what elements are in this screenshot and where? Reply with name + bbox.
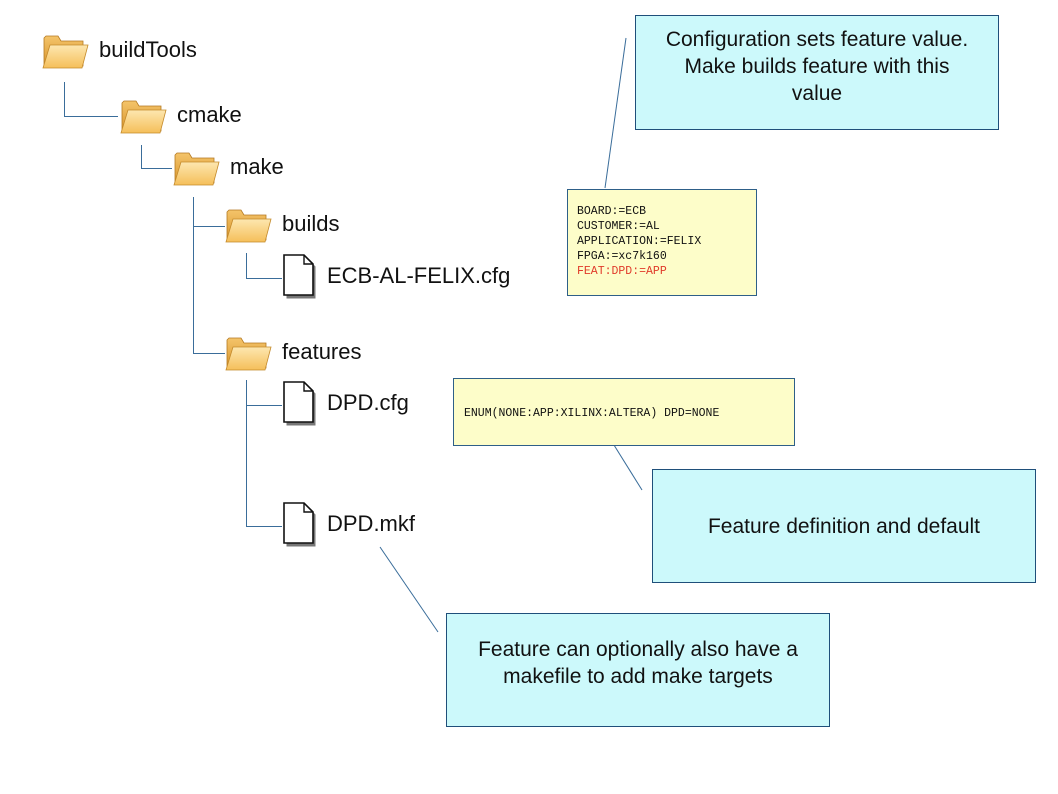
tree-node-builds[interactable]: builds xyxy=(224,204,339,244)
note-line: value xyxy=(791,82,843,105)
tree-label: cmake xyxy=(177,102,242,127)
tree-label: features xyxy=(282,339,362,364)
folder-icon xyxy=(173,152,220,186)
connector-builds-file xyxy=(246,253,282,279)
folder-icon xyxy=(225,337,272,371)
code-build-config: BOARD:=ECB CUSTOMER:=AL APPLICATION:=FEL… xyxy=(567,189,757,296)
tree-label: DPD.cfg xyxy=(327,390,409,415)
connector-features-cfg xyxy=(246,380,282,406)
file-icon xyxy=(283,254,316,299)
note-configuration: Configuration sets feature value. Make b… xyxy=(635,15,999,130)
note-line: Feature definition and default xyxy=(707,514,981,538)
note-line: makefile to add make targets xyxy=(503,665,773,688)
note-line: Feature can optionally also have a xyxy=(478,638,798,661)
code-line: BOARD:=ECB xyxy=(577,205,647,218)
tree-node-features[interactable]: features xyxy=(224,332,362,372)
connector-make-builds xyxy=(193,197,225,227)
connector-make-features xyxy=(193,226,225,354)
code-line: ENUM(NONE:APP:XILINX:ALTERA) DPD=NONE xyxy=(464,407,720,420)
folder-icon xyxy=(225,209,272,243)
tree-node-feature-mkf[interactable]: DPD.mkf xyxy=(281,501,415,547)
code-line: FPGA:=xc7k160 xyxy=(577,250,667,263)
folder-icon xyxy=(120,100,167,134)
tree-label: DPD.mkf xyxy=(327,511,415,536)
note-line: Configuration sets feature value. xyxy=(665,28,969,51)
code-feature-definition: ENUM(NONE:APP:XILINX:ALTERA) DPD=NONE xyxy=(453,378,795,446)
tree-node-buildtools[interactable]: buildTools xyxy=(41,30,197,70)
tree-label: builds xyxy=(282,211,340,236)
tree-node-cmake[interactable]: cmake xyxy=(119,95,242,135)
note-feature-definition: Feature definition and default xyxy=(652,469,1036,583)
code-line-highlight: FEAT:DPD:=APP xyxy=(577,265,667,278)
pointer-config-note xyxy=(604,37,627,189)
connector-features-mkf xyxy=(246,405,282,527)
file-icon xyxy=(283,502,316,547)
folder-icon xyxy=(42,35,89,69)
connector-buildtools-cmake xyxy=(64,82,118,117)
tree-label: make xyxy=(230,154,284,179)
file-icon xyxy=(283,381,316,426)
connector-cmake-make xyxy=(141,145,172,169)
tree-node-make[interactable]: make xyxy=(172,147,284,187)
tree-label: buildTools xyxy=(99,37,197,62)
pointer-makefile-note xyxy=(379,546,439,633)
tree-label: ECB-AL-FELIX.cfg xyxy=(327,263,511,288)
code-line: APPLICATION:=FELIX xyxy=(577,235,702,248)
tree-node-feature-cfg[interactable]: DPD.cfg xyxy=(281,380,409,426)
note-line: Make builds feature with this xyxy=(684,55,950,78)
tree-node-build-file[interactable]: ECB-AL-FELIX.cfg xyxy=(281,253,510,299)
note-makefile: Feature can optionally also have a makef… xyxy=(446,613,830,727)
code-line: CUSTOMER:=AL xyxy=(577,220,660,233)
